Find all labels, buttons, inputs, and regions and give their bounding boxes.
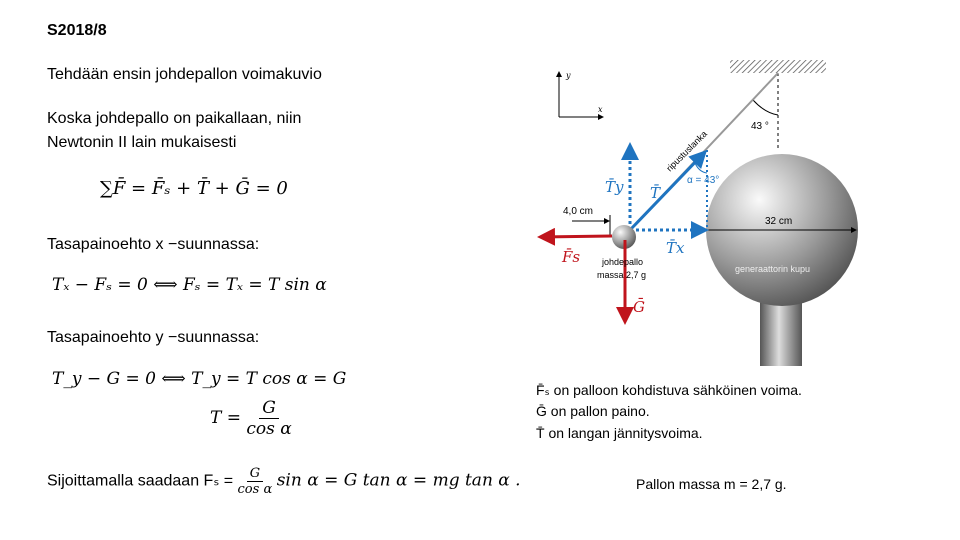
eq-T-num: G [259,398,279,419]
conductor-ball [612,225,636,249]
reason-line-1: Koska johdepallo on paikallaan, niin [47,110,302,127]
ceiling [730,60,826,73]
legend-t: T̄ on langan jännitysvoima. [536,425,703,441]
distance-label: 4,0 cm [563,206,593,217]
subst-suffix: sin α = G tan α = mg tan α . [276,470,521,491]
mass-note: Pallon massa m = 2,7 g. [636,476,787,492]
axis-y-label: y [565,71,571,80]
equation-sum: ∑F̄ = F̄ₛ + T̄ + Ḡ = 0 [100,178,288,199]
tx-label: T̄x [666,239,685,257]
subst-den: cos α [237,482,273,497]
alpha-label: α = 43° [687,175,719,186]
axis-x-label: x [598,105,603,114]
t-vector [628,149,708,232]
eq-T-lhs: T = [210,408,241,428]
axes-icon [556,71,604,120]
fs-label: F̄s [561,248,580,266]
equation-x: Tₓ − Fₛ = 0 ⟺ Fₛ = Tₓ = T sin α [52,275,327,295]
condition-y: Tasapainoehto y −suunnassa: [47,329,260,346]
equation-y: T_y − G = 0 ⟺ T_y = T cos α = G [52,369,347,389]
ball-label-2: massa 2,7 g [597,270,646,280]
slide-title: S2018/8 [47,22,107,39]
diameter-label: 32 cm [765,216,792,227]
subst-prefix: Sijoittamalla saadaan Fₛ = [47,472,234,490]
t-label: T̄ [650,184,661,202]
eq-T-den: cos α [246,419,292,439]
intro-text: Tehdään ensin johdepallon voimakuvio [47,66,322,83]
reason-line-2: Newtonin II lain mukaisesti [47,134,237,151]
angle-top-label: 43 ° [751,121,769,132]
legend-g: Ḡ on pallon paino. [536,403,650,419]
dome-label: generaattorin kupu [735,264,810,274]
fs-vector [537,227,613,246]
alpha-arc [694,162,708,174]
angle-arc-top [752,99,779,116]
condition-x: Tasapainoehto x −suunnassa: [47,236,260,253]
ball-label-1: johdepallo [601,257,643,267]
subst-num: G [246,466,264,482]
ty-label: T̄y [605,178,624,196]
legend-fs: F̄ₛ on palloon kohdistuva sähköinen voim… [536,382,802,398]
string-label: ripustuslanka [664,129,709,174]
generator-stand [760,300,802,366]
g-label: Ḡ [633,298,645,316]
